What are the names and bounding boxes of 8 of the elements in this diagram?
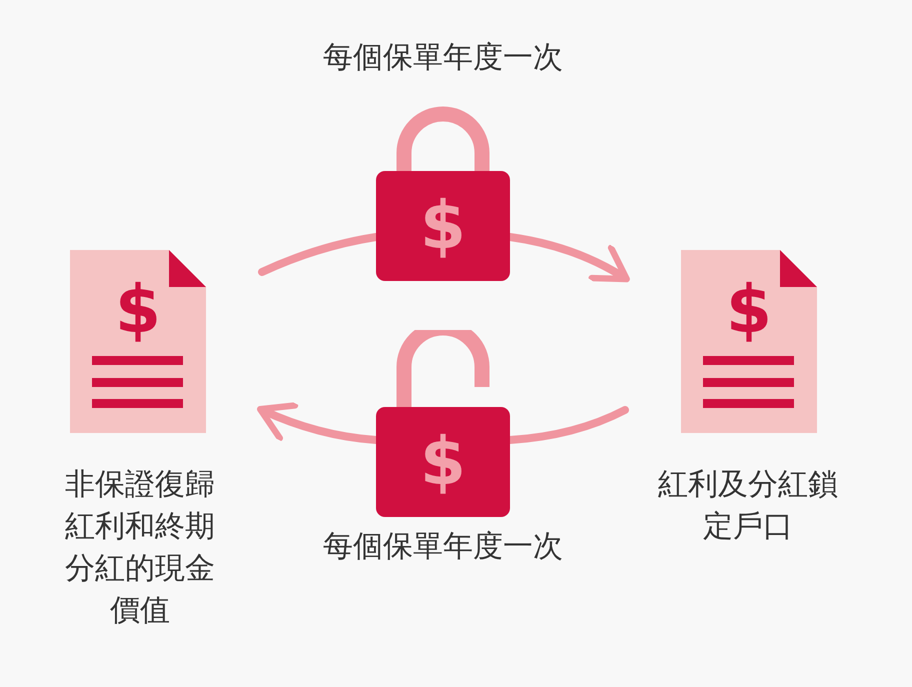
dollar-sign: $: [114, 277, 162, 343]
node-caption: 紅利及分紅鎖定戶口: [658, 466, 838, 546]
lock-caption: 每個保單年度一次: [322, 40, 564, 76]
dollar-sign: $: [725, 277, 773, 343]
dollar-sign: $: [419, 193, 467, 259]
dollar-sign: $: [419, 429, 467, 495]
node-caption: 非保證復歸紅利和終期分紅的現金價值: [65, 466, 215, 630]
lock-caption: 每個保單年度一次: [322, 529, 564, 565]
